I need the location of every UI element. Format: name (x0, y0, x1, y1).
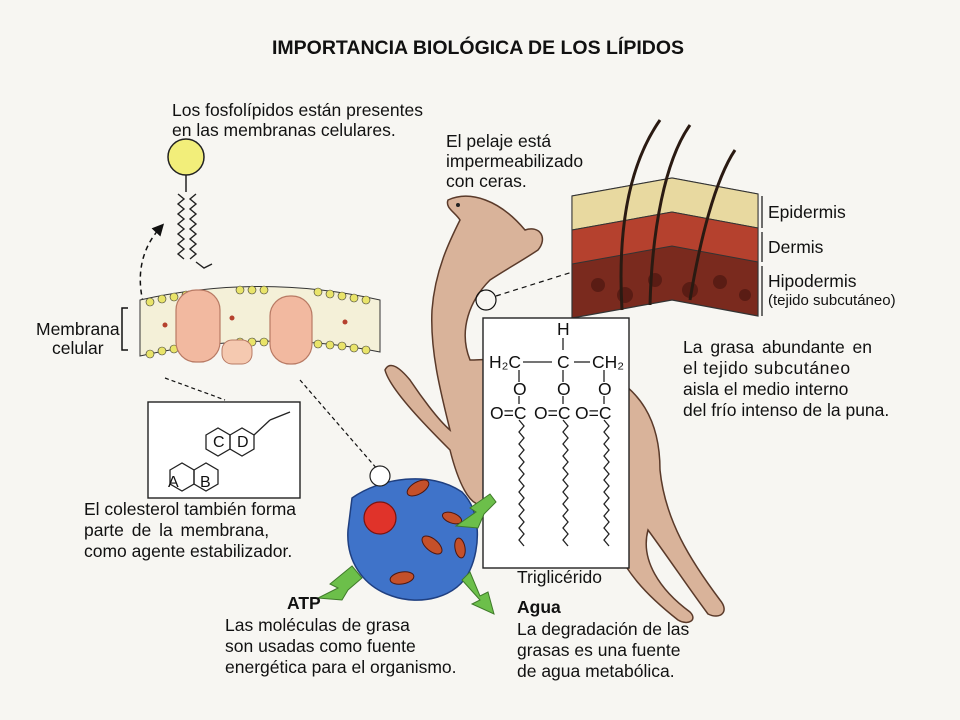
caption-line: de agua metabólica. (517, 661, 675, 681)
formula-atom: O=C (534, 403, 571, 423)
ring-label-c: C (213, 434, 225, 451)
water-title: Agua (517, 597, 561, 617)
formula-atom: O=C (490, 403, 527, 423)
ring-label-d: D (237, 434, 249, 451)
hipodermis-label: Hipodermis (768, 271, 857, 291)
caption-line: parte de la membrana, (84, 520, 270, 540)
formula-atom: O (598, 379, 612, 399)
phospholipid-molecule (167, 138, 213, 269)
caption-line: Las moléculas de grasa (225, 615, 410, 635)
epidermis-label: Epidermis (768, 202, 846, 222)
caption-line: Membrana (36, 319, 120, 339)
formula-atom: O (513, 379, 527, 399)
membrane-protein (269, 295, 313, 365)
skin-cross-section (571, 119, 759, 319)
formula-atom: O=C (575, 403, 612, 423)
green-arrows (316, 493, 497, 615)
triglyceride-structure (518, 338, 610, 547)
hipodermis-note: (tejido subcutáneo) (768, 292, 896, 309)
steroid-rings (169, 411, 291, 492)
formula-atom: C (557, 352, 570, 372)
caption-line: La degradación de las (517, 619, 690, 639)
formula-atom: O (557, 379, 571, 399)
formula-atom: CH₂ (592, 352, 625, 372)
ring-label-b: B (200, 474, 211, 491)
mitochondria (389, 479, 466, 585)
cell-nucleus (363, 501, 397, 535)
caption-line: impermeabilizado (446, 151, 584, 171)
caption-line: Los fosfolípidos están presentes (172, 100, 423, 120)
ring-label-a: A (168, 474, 179, 491)
formula-atom: H (557, 319, 570, 339)
caption-line: como agente estabilizador. (84, 541, 293, 561)
caption-line: grasas es una fuente (517, 640, 681, 660)
caption-line: del frío intenso de la puna. (683, 400, 890, 420)
caption-line: celular (52, 338, 104, 358)
page-title: IMPORTANCIA BIOLÓGICA DE LOS LÍPIDOS (272, 37, 685, 59)
caption-line: son usadas como fuente (225, 636, 416, 656)
formula-atom: H₂C (489, 352, 522, 372)
triglyceride-label: Triglicérido (517, 567, 602, 587)
caption-line: El pelaje está (446, 131, 552, 151)
caption-line: El colesterol también forma (84, 499, 297, 519)
skin-sample-marker (475, 289, 497, 311)
membrane-bilayer (139, 285, 381, 365)
caption-line: La grasa abundante en (683, 337, 873, 357)
membrane-protein (175, 289, 221, 363)
membrane-bracket (121, 307, 128, 351)
caption-line: aisla el medio interno (683, 379, 849, 399)
caption-line: el tejido subcutáneo (683, 358, 851, 378)
dermis-label: Dermis (768, 237, 824, 257)
atp-title: ATP (287, 593, 321, 613)
caption-line: energética para el organismo. (225, 657, 457, 677)
caption-line: en las membranas celulares. (172, 120, 396, 140)
caption-line: con ceras. (446, 171, 527, 191)
